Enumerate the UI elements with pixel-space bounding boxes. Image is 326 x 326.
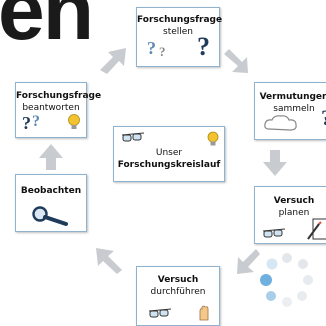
step-label-6: Forschungsfrage xyxy=(16,91,102,101)
question-mark-icon: ? xyxy=(321,105,326,131)
step-card-beobachten: Beobachten xyxy=(15,174,87,232)
center-card-forschungskreislauf: Unser Forschungskreislauf xyxy=(113,126,225,182)
step-card-versuch-durchfuehren: Versuch durchführen xyxy=(136,266,220,326)
question-marks-icon: ? xyxy=(147,38,156,58)
goggles-icon xyxy=(262,228,286,238)
step-sublabel-6: beantworten xyxy=(22,103,80,113)
step-label-4: Versuch xyxy=(157,275,199,285)
goggles-icon xyxy=(121,132,145,142)
arrow-planen-to-durchfuehren xyxy=(237,249,260,274)
big-question-mark-icon: ? xyxy=(197,32,210,61)
step-label-3: Versuch xyxy=(273,196,315,206)
step-sublabel-3: planen xyxy=(278,208,310,218)
step-card-forschungsfrage-stellen: Forschungsfrage stellen ? ? ? xyxy=(136,7,223,67)
step-sublabel-4: durchführen xyxy=(150,287,206,297)
step-label-2: Vermutungen xyxy=(259,92,326,102)
question-mark-icon-small: ? xyxy=(32,113,40,130)
center-label-line1: Unser xyxy=(155,148,183,158)
question-mark-icon: ? xyxy=(22,113,31,133)
step-sublabel-1: stellen xyxy=(163,27,193,37)
light-bulb-icon xyxy=(68,114,80,129)
arrow-durchfuehren-to-beobachten xyxy=(96,248,122,274)
loading-spinner-icon xyxy=(260,253,313,307)
arrow-vermutungen-to-planen xyxy=(263,150,287,176)
step-card-versuch-planen: Versuch planen xyxy=(254,186,326,244)
partial-heading: en xyxy=(0,0,94,57)
step-sublabel-2: sammeln xyxy=(273,104,315,114)
goggles-icon xyxy=(148,308,172,318)
step-label-5: Beobachten xyxy=(20,186,82,196)
question-marks-icon-small: ? xyxy=(159,44,166,59)
arrow-stellen-to-vermutungen xyxy=(224,49,248,73)
magnifying-glass-icon xyxy=(32,206,68,226)
step-card-vermutungen-sammeln: Vermutungen sammeln ? xyxy=(254,82,326,140)
step-card-forschungsfrage-beantworten: Forschungsfrage beantworten ? ? xyxy=(15,82,102,138)
center-label-line2: Forschungskreislauf xyxy=(117,160,221,170)
step-label-1: Forschungsfrage xyxy=(137,15,223,25)
light-bulb-icon xyxy=(207,131,219,146)
thought-cloud-icon xyxy=(264,115,297,131)
arrow-beantworten-to-stellen xyxy=(100,48,126,74)
hand-icon xyxy=(199,305,209,321)
arrow-beobachten-to-beantworten xyxy=(39,144,63,170)
pencil-paper-icon xyxy=(307,218,326,240)
